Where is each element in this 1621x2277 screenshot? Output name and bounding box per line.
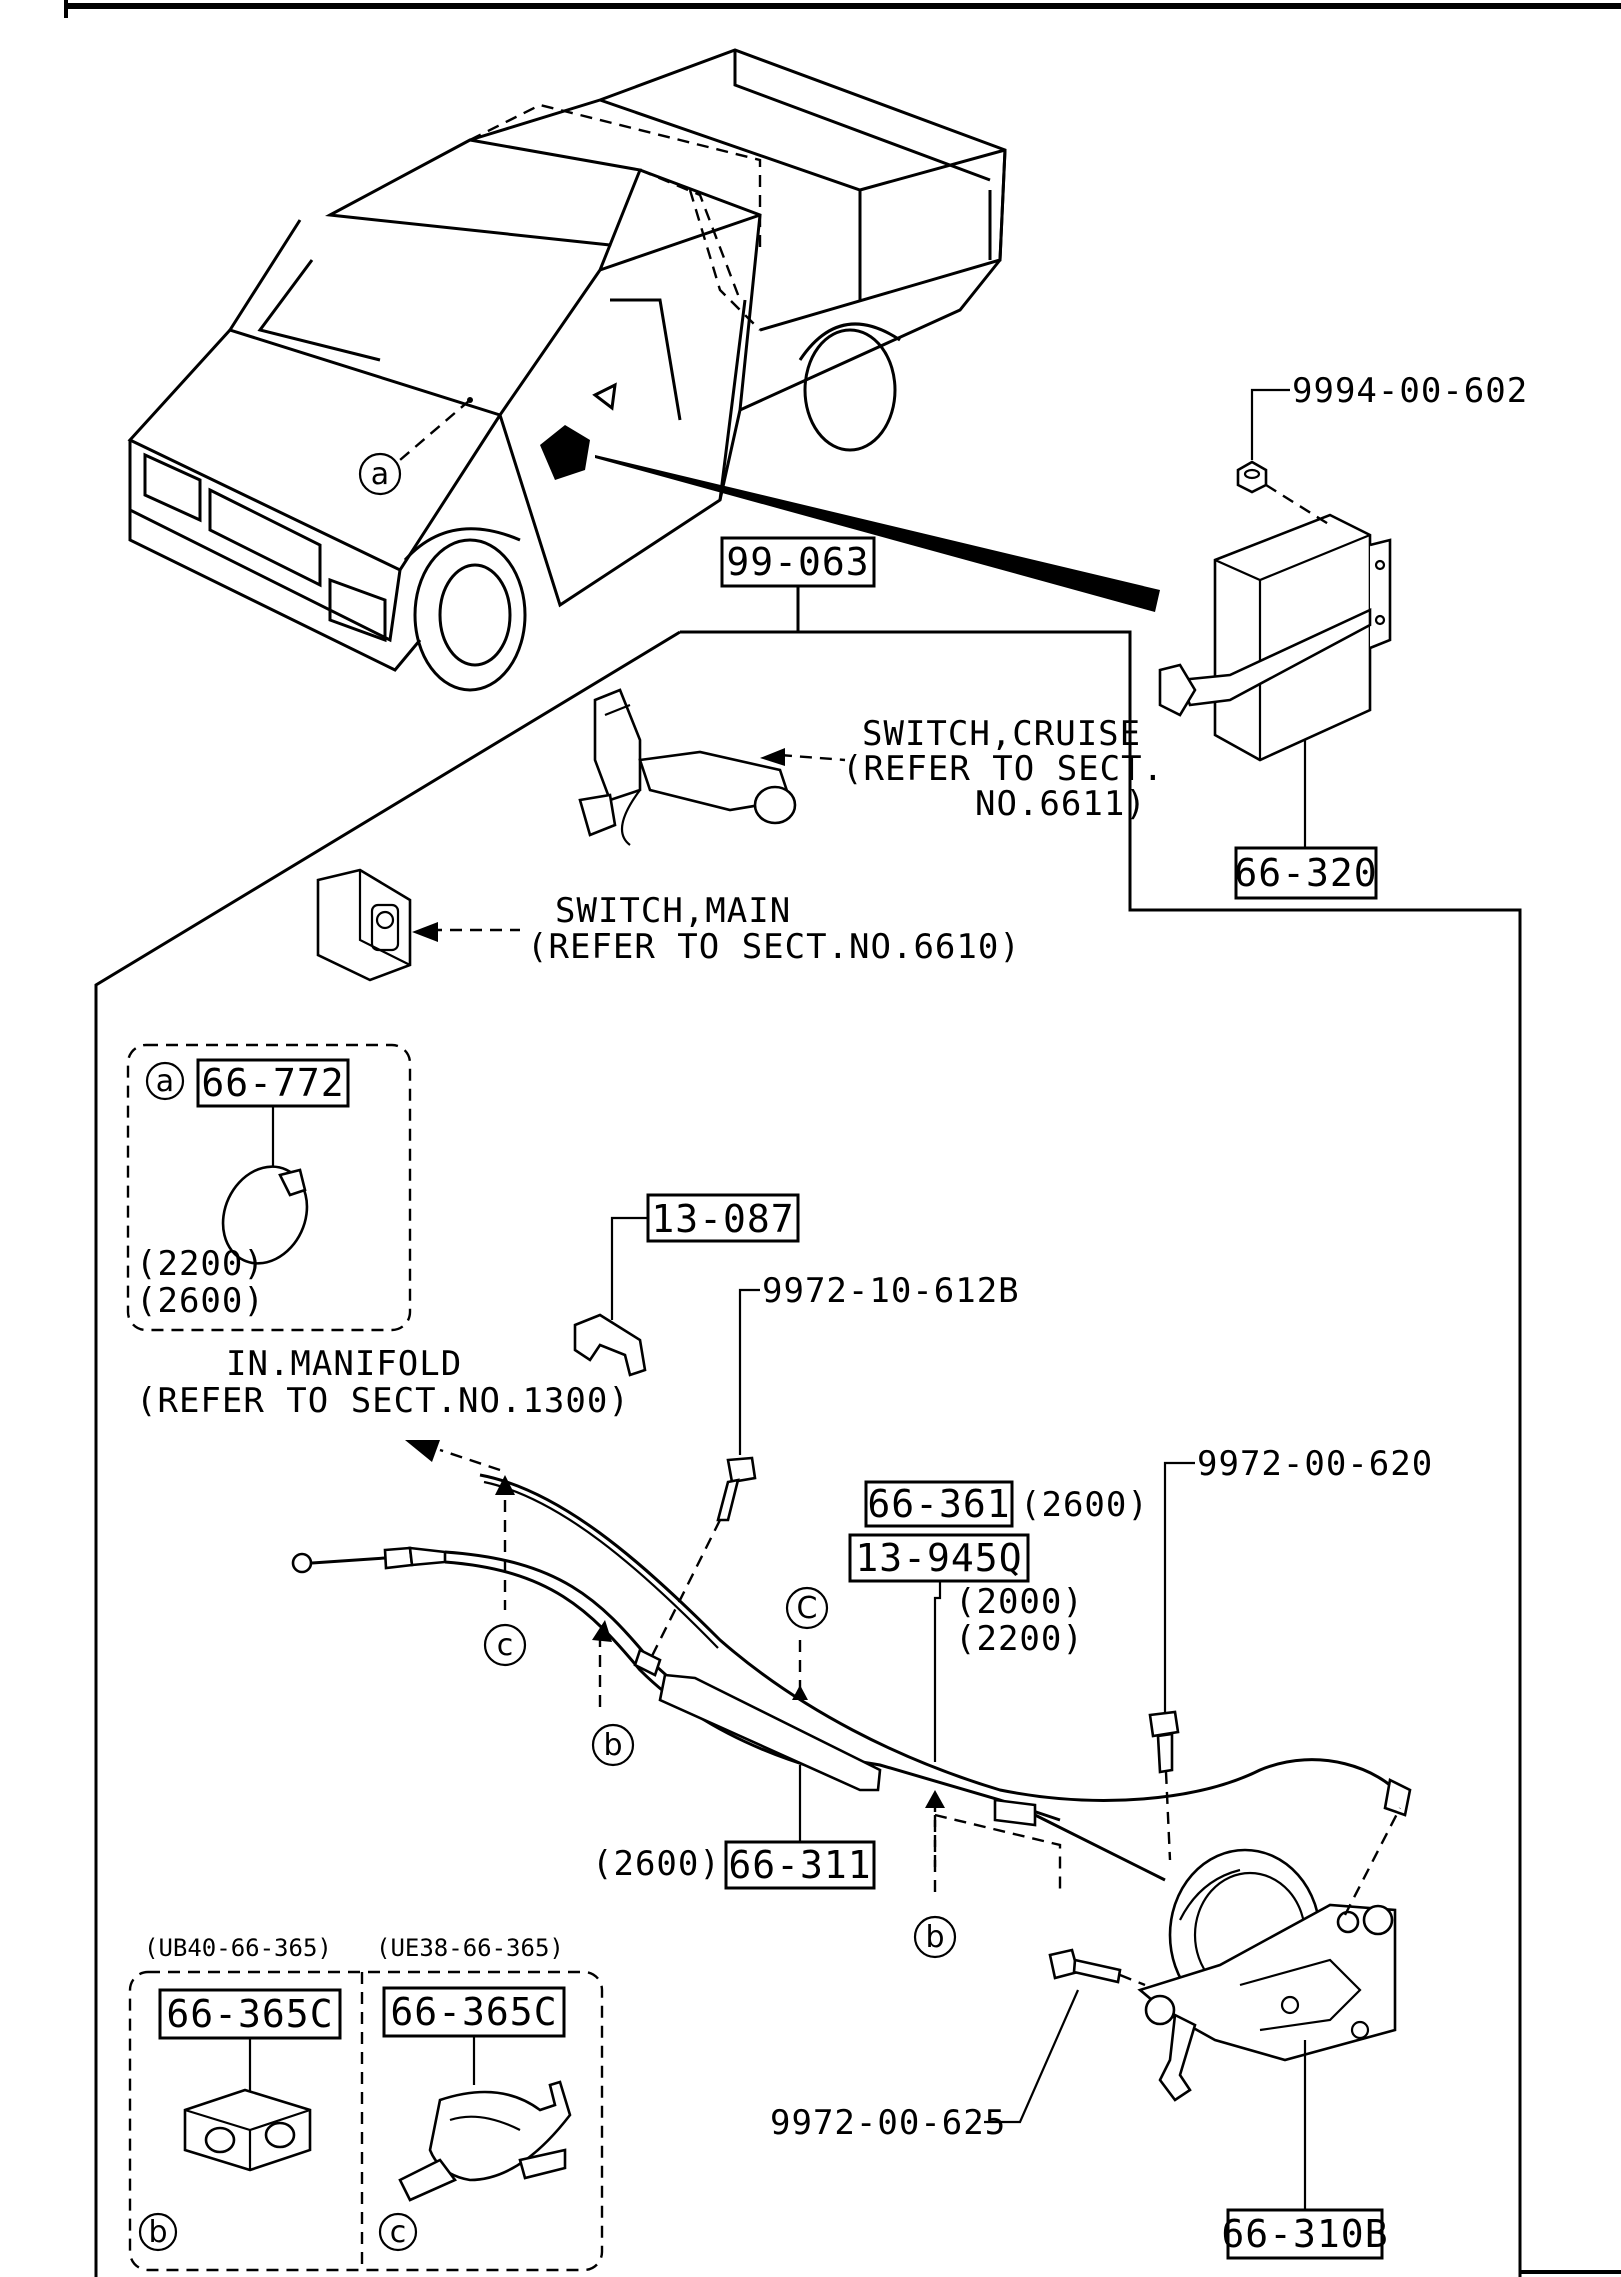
detail-bc-box — [128, 1970, 604, 2272]
cap-illustration — [221, 1165, 309, 1265]
label-switch-cruise-2: (REFER TO SECT. — [842, 749, 1164, 789]
label-cap-var-1: (2200) — [136, 1244, 265, 1284]
label-kit: 99-063 — [726, 540, 869, 584]
label-bolt-bottom: 9972-00-625 — [770, 2103, 1006, 2143]
label-switch-main-2: (REFER TO SECT.NO.6610) — [527, 927, 1021, 967]
kit-outline — [94, 586, 1522, 2277]
switch-cruise-illustration — [578, 688, 846, 846]
label-manifold-1: IN.MANIFOLD — [226, 1344, 462, 1384]
label-cable-a-var: (2600) — [1020, 1485, 1149, 1525]
label-switch-cruise-3: NO.6611) — [975, 784, 1147, 824]
cruise-control-module — [1158, 460, 1392, 762]
clamp-c-illustration — [398, 2080, 572, 2202]
truck-illustration — [127, 48, 1007, 692]
label-cable-c: 66-311 — [728, 1843, 871, 1887]
marker-a-detail: a — [156, 1064, 174, 1099]
label-switch-main-1: SWITCH,MAIN — [555, 891, 791, 931]
bolt-bottom-illustration — [1048, 1948, 1122, 1984]
label-bolt-right: 9972-00-620 — [1197, 1444, 1433, 1484]
marker-b-1: b — [603, 1728, 622, 1763]
location-leader — [595, 455, 1160, 612]
clamp-b-illustration — [183, 2088, 312, 2172]
label-actuator: 66-310B — [1221, 2212, 1388, 2256]
label-clamp-b: 66-365C — [166, 1992, 333, 2036]
label-cable-b-var-2: (2200) — [955, 1619, 1084, 1659]
marker-b-2: b — [925, 1920, 944, 1955]
marker-c-1: c — [497, 1628, 514, 1663]
marker-c-detail: c — [390, 2215, 407, 2250]
label-clip: 13-087 — [651, 1197, 794, 1241]
actuator-illustration — [1137, 1807, 1402, 2102]
switch-main-illustration — [316, 868, 520, 982]
label-module: 66-320 — [1234, 851, 1377, 895]
marker-b-detail: b — [148, 2215, 167, 2250]
label-cable-b-var-1: (2000) — [955, 1582, 1084, 1622]
label-cable-b: 13-945Q — [855, 1536, 1022, 1580]
label-cable-c-var: (2600) — [592, 1844, 721, 1884]
clip-illustration — [573, 1313, 647, 1377]
label-clamp-c: 66-365C — [390, 1990, 557, 2034]
label-cap-var-2: (2600) — [136, 1281, 265, 1321]
bolt-top-illustration — [716, 1456, 757, 1522]
label-manifold-2: (REFER TO SECT.NO.1300) — [136, 1381, 630, 1421]
label-clamp-b-code: (UB40-66-365) — [144, 1934, 332, 1962]
label-nut: 9994-00-602 — [1292, 371, 1528, 411]
detail-a-box — [126, 1043, 412, 1332]
label-cable-a: 66-361 — [867, 1482, 1010, 1526]
label-bolt-top: 9972-10-612B — [762, 1271, 1020, 1311]
bolt-right-illustration — [1148, 1710, 1180, 1774]
label-switch-cruise-1: SWITCH,CRUISE — [862, 714, 1141, 754]
label-cap: 66-772 — [201, 1061, 344, 1105]
marker-C-1: C — [797, 1591, 818, 1626]
cables — [291, 1473, 1412, 1882]
marker-a-truck: a — [371, 457, 389, 492]
label-clamp-c-code: (UE38-66-365) — [376, 1934, 564, 1962]
